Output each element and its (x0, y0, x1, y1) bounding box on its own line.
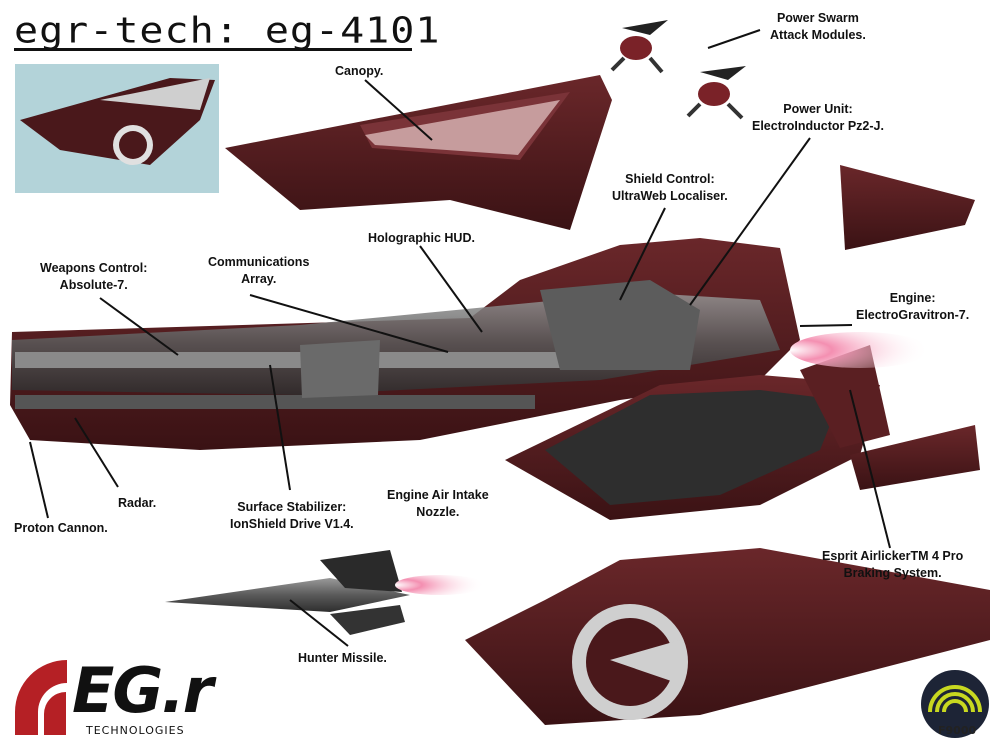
label-canopy: Canopy. (335, 63, 383, 80)
label-radar: Radar. (118, 495, 156, 512)
label-line: Canopy. (335, 64, 384, 78)
label-line: Nozzle. (416, 505, 460, 519)
label-power-swarm: Power Swarm Attack Modules. (770, 10, 866, 44)
label-line: Engine Air Intake (387, 488, 489, 502)
egr-logo-subtitle: TECHNOLOGIES (86, 724, 185, 737)
label-line: Shield Control: (625, 172, 715, 186)
label-line: Power Swarm (776, 11, 859, 25)
egr-logo-text: EG.r (72, 654, 213, 727)
label-weapons-control: Weapons Control: Absolute-7. (40, 260, 147, 294)
right-fin-part (840, 165, 975, 250)
label-engine: Engine: ElectroGravitron-7. (856, 290, 969, 324)
label-engine-air-intake: Engine Air Intake Nozzle. (387, 487, 489, 521)
label-line: Array. (241, 272, 277, 286)
thumbnail-ship (15, 64, 219, 193)
label-line: Braking System. (843, 566, 942, 580)
main-ship-body (10, 238, 980, 520)
label-line: Engine: (889, 291, 936, 305)
label-line: Holographic HUD. (368, 231, 475, 245)
label-line: ElectroInductor Pz2-J. (752, 119, 884, 133)
label-surface-stabilizer: Surface Stabilizer: IonShield Drive V1.4… (230, 499, 354, 533)
label-line: Power Unit: (783, 102, 853, 116)
canopy-part (225, 75, 612, 230)
leader-lines (29, 29, 891, 647)
label-line: ElectroGravitron-7. (856, 308, 970, 322)
label-line: Esprit AirlickerTM 4 Pro (822, 549, 964, 563)
page-title: egr-tech: eg-4101 (14, 10, 441, 52)
label-proton-cannon: Proton Cannon. (14, 520, 108, 537)
label-line: Absolute-7. (59, 278, 128, 292)
power-swarm-module-1 (610, 20, 668, 74)
label-line: Attack Modules. (770, 28, 866, 42)
label-line: Radar. (118, 496, 157, 510)
title-underline (14, 48, 412, 51)
label-line: UltraWeb Localiser. (612, 189, 728, 203)
label-line: IonShield Drive V1.4. (230, 517, 354, 531)
power-swarm-module-2 (686, 66, 746, 120)
label-braking-system: Esprit AirlickerTM 4 Pro Braking System. (822, 548, 963, 582)
label-line: Surface Stabilizer: (237, 500, 347, 514)
label-power-unit: Power Unit: ElectroInductor Pz2-J. (752, 101, 884, 135)
hunter-missile (165, 550, 485, 635)
label-hunter-missile: Hunter Missile. (298, 650, 387, 667)
label-line: Communications (208, 255, 310, 269)
label-holographic-hud: Holographic HUD. (368, 230, 475, 247)
f9000-badge (921, 670, 989, 738)
label-line: Weapons Control: (40, 261, 148, 275)
lower-fin-part (465, 548, 990, 725)
f9000-badge-text: F9000 (938, 724, 977, 737)
label-line: Proton Cannon. (14, 521, 108, 535)
label-shield-control: Shield Control: UltraWeb Localiser. (612, 171, 728, 205)
label-line: Hunter Missile. (298, 651, 387, 665)
egr-logo-mark (15, 660, 67, 735)
label-communications-array: Communications Array. (208, 254, 309, 288)
